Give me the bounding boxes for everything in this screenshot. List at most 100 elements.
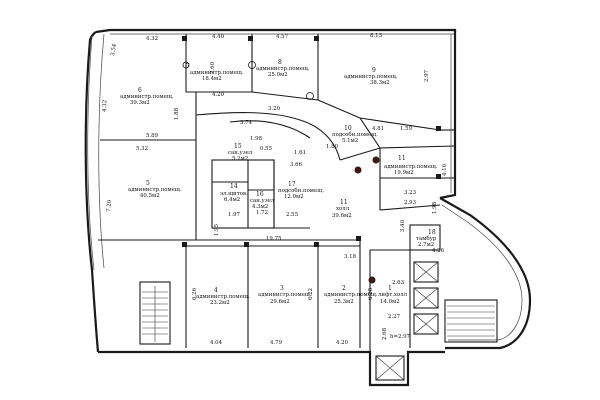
room-area: 5.1м2 xyxy=(342,138,358,144)
room-labels: 7 администр.помещ. 18.4м2 8 администр.по… xyxy=(120,59,438,306)
room-area: 29.6м2 xyxy=(270,299,290,305)
room-name: администр.помещ. xyxy=(384,164,438,170)
dim-label: 1.88 xyxy=(174,107,180,120)
dim-label: 4.81 xyxy=(372,126,384,132)
dim-label: 4.26 xyxy=(432,248,445,254)
column-round-5 xyxy=(248,61,256,69)
column-round-4 xyxy=(306,92,314,100)
room-name: сан.узел xyxy=(228,150,253,156)
dim-label: 5.89 xyxy=(146,133,159,139)
room-area: 12.0м2 xyxy=(284,194,304,200)
dim-label: 2.93 xyxy=(404,200,417,206)
room-area: 18.4м2 xyxy=(202,76,222,82)
room-area: 25.0м2 xyxy=(268,72,288,78)
stair-left-box xyxy=(139,281,171,345)
room-name: администр.помещ. xyxy=(128,187,182,193)
interior-walls xyxy=(98,34,456,352)
columns xyxy=(182,36,441,284)
outer-wall-east-curve xyxy=(439,197,532,350)
east-curve-inner xyxy=(441,204,523,341)
room-area: 40.5м2 xyxy=(140,193,160,199)
room-num: 6 xyxy=(138,87,142,94)
dim-label: 1.80 xyxy=(326,144,339,150)
room-area: 23.2м2 xyxy=(210,300,230,306)
stair-right-box xyxy=(444,299,498,343)
dim-label: 3.74 xyxy=(240,120,253,126)
room-name: администр.помещ. xyxy=(190,70,244,76)
room-name: подсобн.помещ. xyxy=(332,131,378,138)
dim-label: 3.20 xyxy=(268,106,281,112)
dim-label: 1.95 xyxy=(214,223,220,236)
lift-shafts xyxy=(375,261,439,381)
room-num: 17 xyxy=(288,181,296,188)
room-name: эл.щитов. xyxy=(220,191,248,197)
outer-wall-west-outer xyxy=(87,35,95,271)
outer-wall-south xyxy=(98,350,445,387)
room-area: 6.4м2 xyxy=(224,197,240,203)
room-area: 25.3м2 xyxy=(334,299,354,305)
dim-label: 7.20 xyxy=(106,199,113,212)
dim-label: 1.98 xyxy=(432,201,438,214)
dim-label: 6.22 xyxy=(308,288,314,300)
dim-label: 2.60 xyxy=(210,61,216,74)
column-round-3 xyxy=(368,276,376,284)
dim-label: 4.40 xyxy=(212,34,225,40)
dim-label: 1.97 xyxy=(228,212,241,218)
room-num: 11 xyxy=(340,199,348,206)
column-round-2 xyxy=(354,166,362,174)
dim-label: 1.61 xyxy=(294,150,306,156)
room-area: 14.0м2 xyxy=(380,299,400,305)
room-area: 2.7м2 xyxy=(418,242,434,248)
room-num: 4 xyxy=(214,287,218,294)
room-num: 10 xyxy=(344,125,352,132)
room-name: администр.помещ. xyxy=(324,292,378,298)
room-num: 14 xyxy=(230,183,238,190)
dim-label: 2.63 xyxy=(392,280,405,286)
dim-label: 4.79 xyxy=(270,340,283,346)
dim-label: 4.20 xyxy=(212,92,225,98)
stair-right-treads xyxy=(447,305,495,337)
room-name: холл xyxy=(336,206,350,212)
column-round-1 xyxy=(372,156,380,164)
dim-label: 6.28 xyxy=(368,287,374,300)
room-area: 4.3м2 xyxy=(252,204,268,210)
dim-label: 6.26 xyxy=(192,287,198,300)
room-name: подсобн.помещ. xyxy=(278,187,324,194)
dim-label: h=2.97 xyxy=(390,334,411,340)
room-name: администр.помещ. xyxy=(258,292,312,298)
room-num: 18 xyxy=(428,229,436,236)
room-num: 16 xyxy=(256,191,264,198)
dim-label: 0.55 xyxy=(260,146,273,152)
dim-label: 19.75 xyxy=(266,236,282,242)
dim-label: 4.16 xyxy=(442,163,448,176)
dim-label: 4.20 xyxy=(336,340,349,346)
dim-label: 1.72 xyxy=(256,210,268,216)
room-area: 19.9м2 xyxy=(394,170,414,176)
dim-label: 1.59 xyxy=(400,126,413,132)
outer-wall-east xyxy=(439,30,457,200)
dim-label: 3.18 xyxy=(344,254,357,260)
column-round-6 xyxy=(182,61,190,69)
dim-label: 2.68 xyxy=(382,327,388,340)
room-num: 3 xyxy=(280,285,284,292)
outer-wall-west xyxy=(84,31,100,353)
room-name: тамбур xyxy=(416,235,437,242)
dim-label: 4.32 xyxy=(102,100,108,112)
room-num: 9 xyxy=(372,67,376,74)
room-name: сан.узел xyxy=(250,198,275,204)
dim-label: 2.97 xyxy=(424,69,430,82)
dim-label: 2.55 xyxy=(286,212,299,218)
room-num: 1 xyxy=(388,285,392,292)
dim-label: 1.98 xyxy=(250,136,263,142)
dim-label: 4.57 xyxy=(276,34,289,40)
dim-label: 3.66 xyxy=(290,162,303,168)
room-num: 2 xyxy=(342,285,346,292)
room-name: администр.помещ. xyxy=(196,294,250,300)
room-name: администр.помещ. xyxy=(120,94,174,100)
dim-label: 2.27 xyxy=(388,314,401,320)
dim-label: 4.04 xyxy=(210,340,223,346)
room-area: 39.6м2 xyxy=(332,213,352,219)
dim-label: 4.32 xyxy=(146,36,158,42)
dim-label: 3.40 xyxy=(400,219,406,232)
